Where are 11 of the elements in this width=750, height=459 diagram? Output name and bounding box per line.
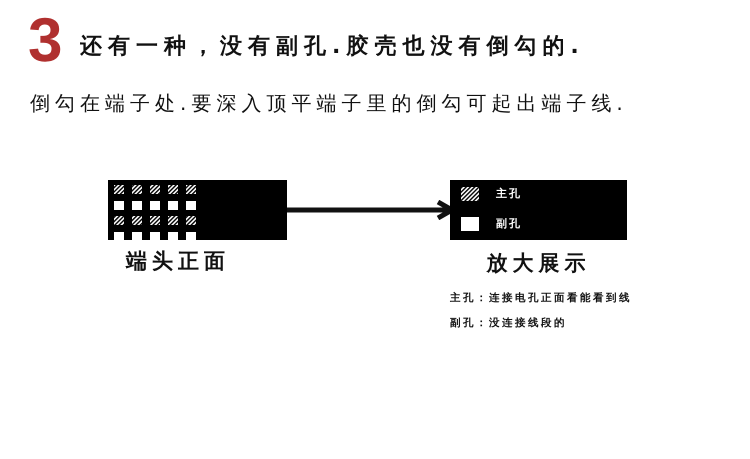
connector-face-drawing (108, 180, 287, 240)
legend-label: 副孔 (496, 216, 522, 232)
note: 主孔：连接电孔正面看能看到线 (450, 291, 632, 305)
subtitle: 倒勾在端子处.要深入顶平端子里的倒勾可起出端子线. (30, 90, 628, 116)
legend-label: 主孔 (496, 186, 522, 202)
node-label: 放大展示 (485, 250, 592, 276)
step-number: 3 (28, 6, 62, 76)
title: 还有一种，没有副孔.胶壳也没有倒勾的. (80, 33, 585, 61)
legend-panel (450, 180, 627, 240)
node-label: 端头正面 (124, 248, 231, 274)
note: 副孔：没连接线段的 (450, 316, 567, 330)
